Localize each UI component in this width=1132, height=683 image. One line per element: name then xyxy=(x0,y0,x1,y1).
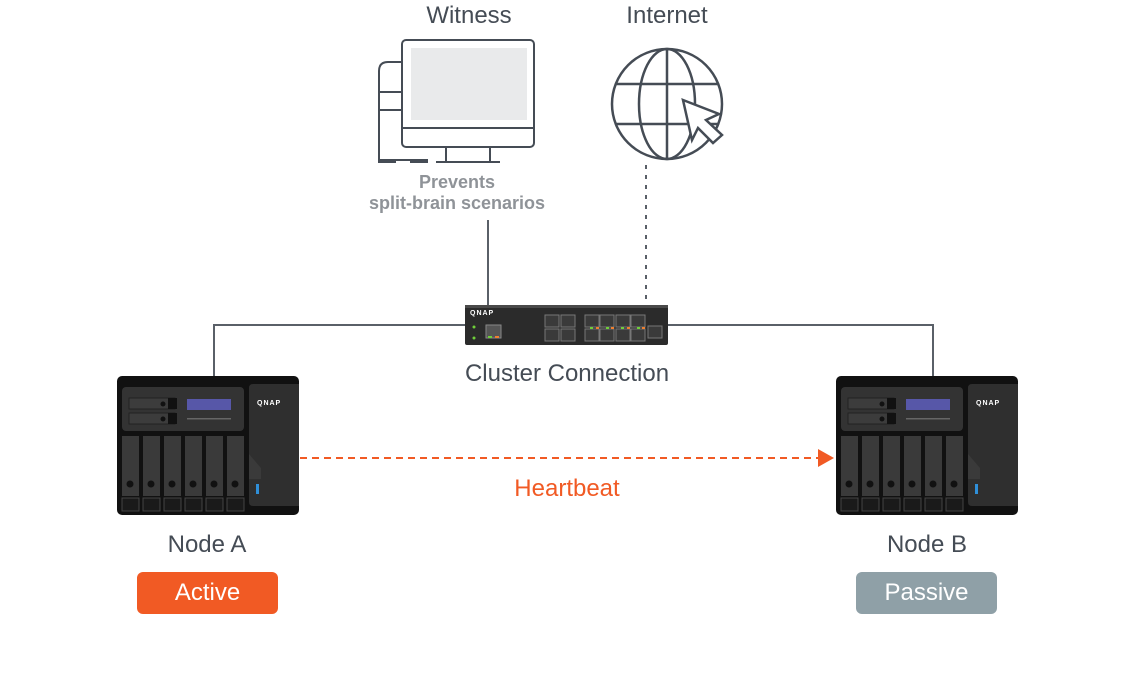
heartbeat-arrowhead xyxy=(818,449,834,467)
desktop-computer-icon xyxy=(378,39,535,163)
node-a-status-badge: Active xyxy=(137,572,278,614)
node-b-link xyxy=(667,324,934,377)
network-switch xyxy=(465,305,668,345)
nas-node-b xyxy=(836,376,1018,515)
witness-description-line2: split-brain scenarios xyxy=(368,193,546,213)
node-a-link xyxy=(213,324,466,377)
witness-description-line1: Prevents xyxy=(418,172,496,192)
node-b-brand-label: QNAP xyxy=(976,400,1001,407)
internet-title: Internet xyxy=(626,2,708,29)
nas-node-a xyxy=(117,376,299,515)
node-b-name: Node B xyxy=(886,531,968,558)
cluster-connection-label: Cluster Connection xyxy=(464,360,670,387)
globe-cursor-icon xyxy=(610,47,724,161)
node-a-name: Node A xyxy=(167,531,247,558)
heartbeat-label: Heartbeat xyxy=(514,475,620,502)
switch-brand-label: QNAP xyxy=(470,310,495,317)
witness-title: Witness xyxy=(426,2,512,29)
node-b-status-badge: Passive xyxy=(856,572,997,614)
node-a-brand-label: QNAP xyxy=(257,400,282,407)
